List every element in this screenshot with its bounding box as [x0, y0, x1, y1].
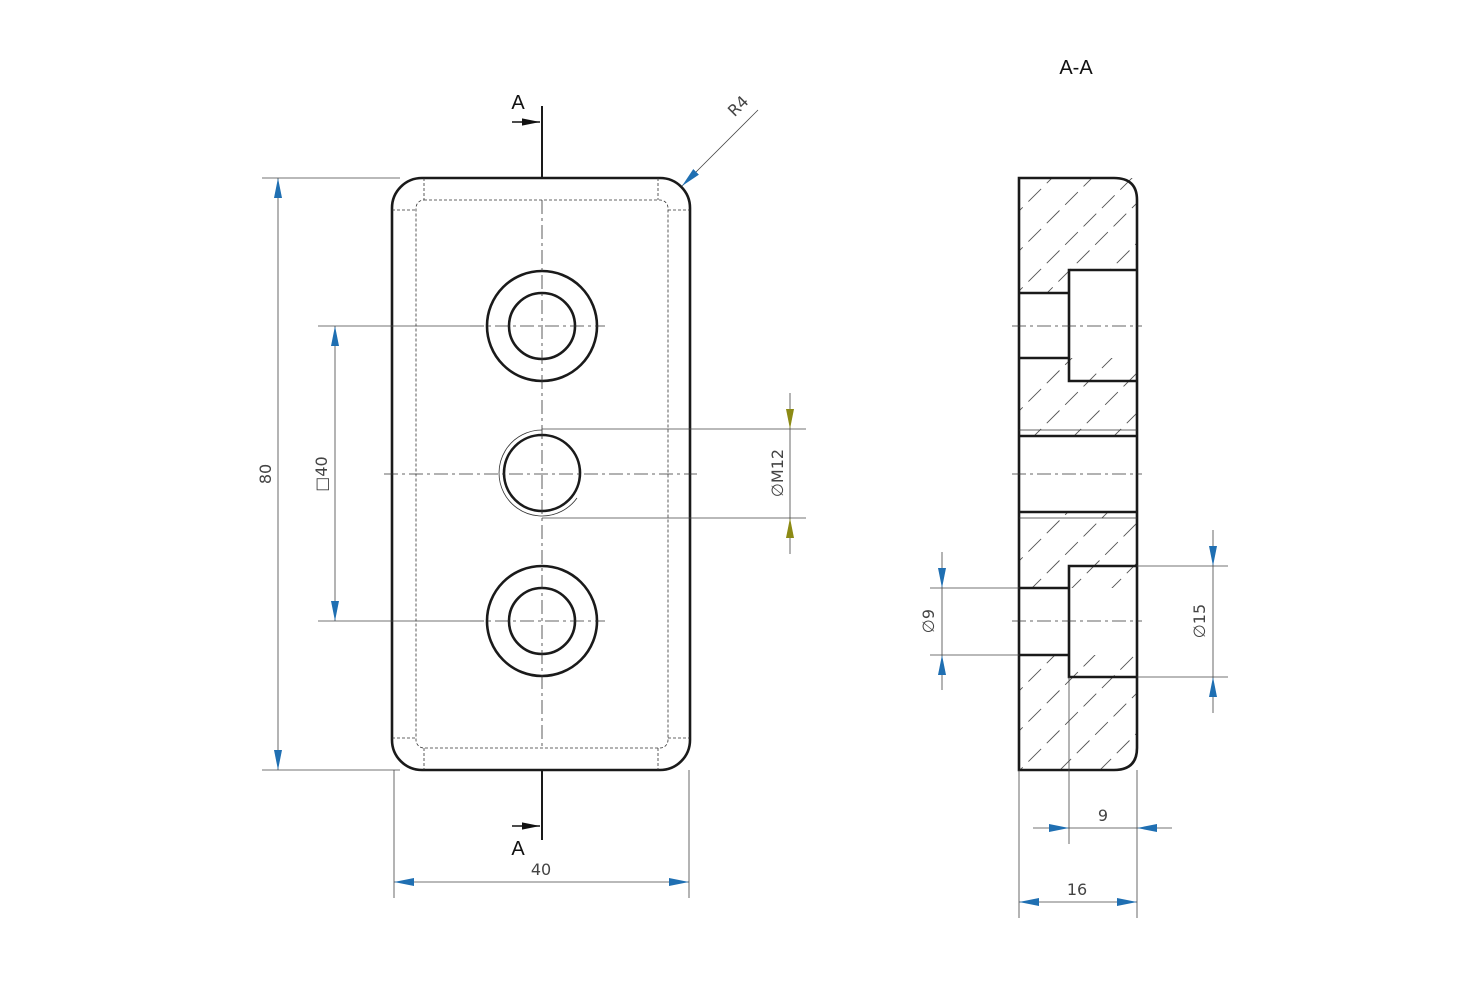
- width-dimension: 40: [393, 770, 690, 898]
- height-dimension: 80: [256, 177, 400, 771]
- large-bore-label: ∅15: [1190, 604, 1209, 638]
- thread-dimension: ∅M12: [542, 393, 806, 554]
- section-marker-bottom: A: [511, 838, 525, 860]
- section-marker-top: A: [511, 92, 525, 114]
- hole-spacing-label: □40: [312, 456, 331, 491]
- thickness-label: 16: [1067, 880, 1087, 899]
- section-counterbore-bottom: [1019, 564, 1137, 679]
- thread-label: ∅M12: [768, 449, 787, 497]
- section-title: A-A: [1059, 57, 1093, 79]
- front-view: A A R4 80 □40 40: [256, 92, 806, 898]
- small-bore-dimension: ∅9: [919, 552, 1019, 690]
- radius-dimension: R4: [681, 92, 759, 187]
- height-label: 80: [256, 464, 275, 484]
- thickness-dimension: 16: [1018, 770, 1137, 918]
- section-profile: [1017, 176, 1139, 772]
- centerlines-section: [1012, 325, 1142, 622]
- hole-spacing-dimension: □40: [312, 325, 470, 622]
- section-thread-bore: [1019, 434, 1137, 514]
- depth-dimension: 9: [1033, 677, 1172, 918]
- depth-label: 9: [1098, 806, 1108, 825]
- section-view: A-A: [919, 57, 1228, 918]
- width-label: 40: [531, 860, 551, 879]
- section-counterbore-top: [1019, 268, 1137, 383]
- radius-label: R4: [724, 92, 752, 120]
- threaded-hole: [498, 429, 582, 517]
- centerlines-front: [384, 200, 697, 748]
- section-cut-line: A A: [511, 92, 543, 860]
- corner-tangent-lines: [392, 178, 690, 770]
- large-bore-dimension: ∅15: [1137, 530, 1228, 713]
- small-bore-label: ∅9: [919, 609, 938, 633]
